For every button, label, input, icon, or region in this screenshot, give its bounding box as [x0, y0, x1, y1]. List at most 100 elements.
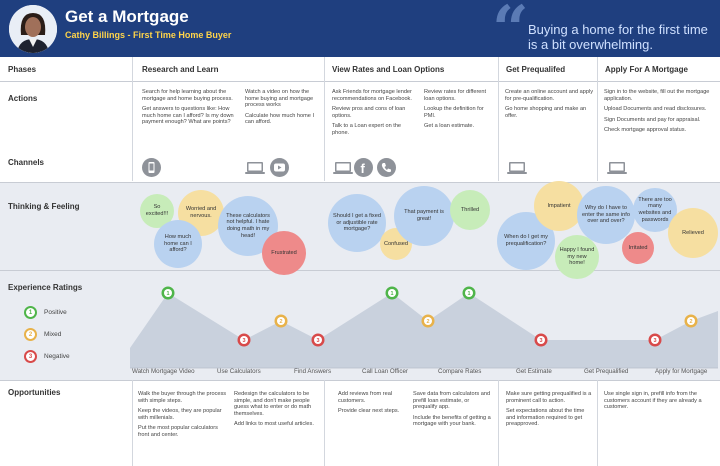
- action-text: Calculate how much home I can afford.: [245, 112, 315, 126]
- rating-point: 3: [534, 333, 548, 347]
- rating-point: 3: [237, 333, 251, 347]
- opportunities-research-2: Redesign the calculators to be simple, a…: [234, 391, 322, 432]
- action-text: Watch a video on how the home buying and…: [245, 89, 314, 109]
- laptop-icon: [332, 158, 354, 177]
- opportunity-text: Save data from calculators and prefill l…: [413, 391, 491, 411]
- touchpoint-label: Find Answers: [294, 368, 332, 375]
- divider: [0, 182, 720, 183]
- rating-point-inner: [314, 336, 322, 344]
- youtube-icon: [270, 158, 289, 177]
- opportunity-text: Include the benefits of getting a mortga…: [413, 414, 491, 428]
- phase-prequalify: Get Prequalifed: [506, 65, 566, 74]
- touchpoint-label: Call Loan Officer: [362, 368, 408, 375]
- legend-positive-dot: 1: [24, 306, 37, 319]
- rating-point: 3: [648, 333, 662, 347]
- row-label-actions: Actions: [8, 94, 38, 103]
- mobile-icon: [142, 158, 161, 177]
- feeling-bubble: That payment is great!: [394, 186, 454, 246]
- rating-point-inner: [240, 336, 248, 344]
- rating-point-label: 2: [689, 319, 692, 325]
- phase-research: Research and Learn: [142, 65, 219, 74]
- opportunity-text: Provide clear next steps.: [338, 408, 400, 415]
- opportunity-text: Add reviews from real customers.: [338, 391, 393, 404]
- rating-point-label: 3: [539, 338, 542, 344]
- rating-point: 2: [421, 314, 435, 328]
- action-text: Sign in to the website, fill out the mor…: [604, 89, 710, 102]
- opportunities-apply: Use single sign in, prefill info from th…: [604, 391, 714, 415]
- rating-point-inner: [651, 336, 659, 344]
- rating-point-label: 1: [390, 291, 393, 297]
- column-divider: [132, 57, 133, 181]
- divider: [0, 81, 720, 82]
- opportunity-text: Put the most popular calculators front a…: [138, 425, 218, 438]
- rating-point-label: 2: [279, 319, 282, 325]
- opportunity-text: Use single sign in, prefill info from th…: [604, 391, 702, 411]
- opportunities-research-1: Walk the buyer through the process with …: [138, 391, 228, 443]
- action-text: Talk to a Loan expert on the phone.: [332, 123, 402, 136]
- row-label-thinking: Thinking & Feeling: [8, 202, 80, 211]
- feeling-bubble: Happy I found my new home!: [555, 235, 599, 279]
- persona-quote: Buying a home for the first time is a bi…: [528, 22, 708, 52]
- laptop-icon: [244, 158, 266, 177]
- touchpoint-label: Compare Rates: [438, 368, 482, 375]
- opportunity-text: Redesign the calculators to be simple, a…: [234, 391, 312, 417]
- rating-point-inner: [465, 289, 473, 297]
- rating-point-label: 2: [426, 319, 429, 325]
- action-text: Review rates for different loan options.: [424, 89, 487, 102]
- action-text: Get answers to questions like: How much …: [142, 106, 234, 126]
- opportunities-rates-2: Save data from calculators and prefill l…: [413, 391, 495, 432]
- row-label-channels: Channels: [8, 158, 45, 167]
- actions-apply: Sign in to the website, fill out the mor…: [604, 89, 716, 138]
- rating-point-label: 3: [242, 338, 245, 344]
- action-text: Ask Friends for mortgage lender recommen…: [332, 89, 412, 102]
- action-text: Lookup the definition for PMI.: [424, 106, 484, 119]
- legend-negative-label: Negative: [44, 353, 70, 360]
- action-text: Upload Documents and read disclosures.: [604, 106, 707, 113]
- action-text: Go home shopping and make an offer.: [505, 106, 587, 119]
- touchpoint-label: Get Estimate: [516, 368, 552, 375]
- row-label-opportunities: Opportunities: [8, 388, 61, 397]
- touchpoint-label: Watch Mortgage Video: [132, 368, 195, 375]
- legend-mixed-dot: 2: [24, 328, 37, 341]
- rating-point-inner: [687, 317, 695, 325]
- laptop-icon: [506, 158, 528, 177]
- feeling-bubble: Relieved: [668, 208, 718, 258]
- feeling-bubble: Thrilled: [450, 190, 490, 230]
- feeling-bubble: Frustrated: [262, 231, 306, 275]
- svg-text:f: f: [361, 161, 366, 176]
- rating-point-label: 1: [166, 291, 169, 297]
- opportunities-rates-1: Add reviews from real customers. Provide…: [338, 391, 406, 419]
- column-divider: [498, 380, 499, 466]
- page-title: Get a Mortgage: [65, 7, 189, 26]
- person-photo-icon: [9, 5, 57, 53]
- persona-subtitle: Cathy Billings - First Time Home Buyer: [65, 30, 232, 40]
- action-text: Sign Documents and pay for appraisal.: [604, 116, 701, 123]
- actions-rates-1: Ask Friends for mortgage lender recommen…: [332, 89, 416, 141]
- feeling-bubble: Irritated: [622, 232, 654, 264]
- divider: [0, 380, 720, 381]
- actions-prequalify: Create an online account and apply for p…: [505, 89, 593, 123]
- opportunity-text: Keep the videos, they are popular with m…: [138, 408, 222, 421]
- experience-area: [130, 293, 718, 368]
- header-bar: [0, 0, 720, 57]
- legend-positive-label: Positive: [44, 309, 67, 316]
- facebook-icon: f: [354, 158, 373, 177]
- action-text: Check mortgage approval status.: [604, 127, 687, 134]
- rating-point-inner: [537, 336, 545, 344]
- action-text: Get a loan estimate.: [424, 123, 475, 130]
- row-label-phases: Phases: [8, 65, 37, 74]
- action-text: Search for help learning about the mortg…: [142, 89, 233, 102]
- phase-apply: Apply For A Mortgage: [605, 65, 688, 74]
- opportunities-prequalify: Make sure getting prequalified is a prom…: [506, 391, 594, 432]
- opportunity-text: Set expectations about the time and info…: [506, 408, 585, 428]
- opportunities-band: [0, 380, 720, 466]
- column-divider: [324, 57, 325, 181]
- persona-avatar: [9, 5, 57, 53]
- actions-research-1: Search for help learning about the mortg…: [142, 89, 238, 130]
- column-divider: [597, 57, 598, 181]
- opportunity-text: Walk the buyer through the process with …: [138, 391, 227, 404]
- rating-point-inner: [164, 289, 172, 297]
- divider: [0, 270, 720, 271]
- rating-point-inner: [277, 317, 285, 325]
